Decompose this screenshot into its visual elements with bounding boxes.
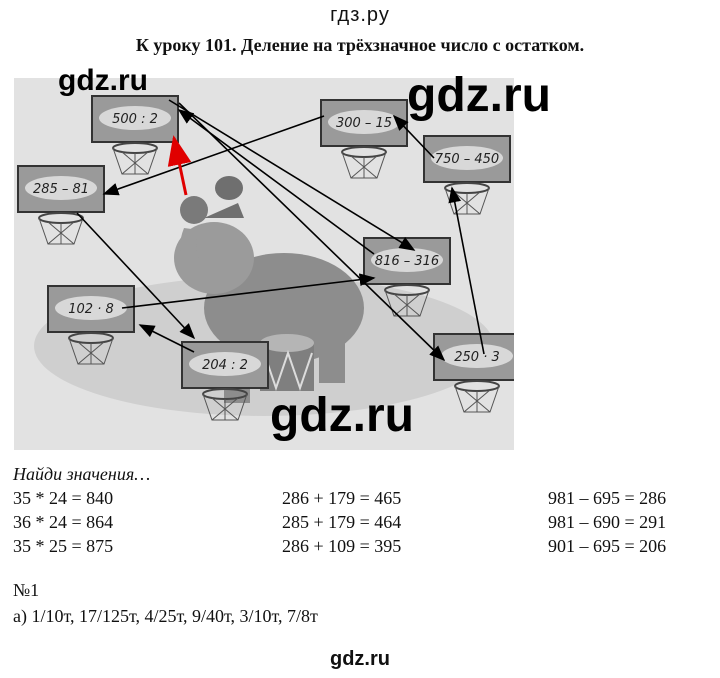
arrow-line: [76, 212, 196, 340]
board-label: 750 – 450: [435, 152, 499, 167]
arrow-line: [138, 324, 195, 353]
board-label: 250 · 3: [454, 350, 499, 365]
equation: 285 + 179 = 464: [282, 512, 402, 532]
ball: [180, 196, 208, 224]
board-label: 500 : 2: [112, 112, 158, 127]
board: 102 · 8: [47, 285, 135, 365]
board: 816 – 316: [363, 237, 451, 317]
board: 204 : 2: [181, 341, 269, 421]
equation: 36 * 24 = 864: [13, 512, 114, 532]
equation: 901 – 695 = 206: [548, 536, 667, 556]
board-label: 816 – 316: [375, 254, 439, 269]
elephant-figure: [174, 176, 364, 403]
arrow-line: [168, 99, 416, 251]
page-title: К уроку 101. Деление на трёхзначное числ…: [135, 35, 585, 55]
watermark: gdz.ru: [407, 69, 551, 122]
watermark: gdz.ru: [58, 64, 148, 97]
answer-arrows: [76, 99, 485, 362]
arrow-line: [102, 115, 325, 196]
site-footer: gdz.ru: [330, 648, 390, 670]
board: 285 – 81: [17, 165, 105, 245]
board-label: 300 – 15: [336, 116, 392, 131]
board-label: 102 · 8: [68, 302, 113, 317]
equation: 286 + 179 = 465: [282, 488, 402, 508]
boards-group: 500 : 2 300 – 15 750 – 450 285 – 81 816 – 31…: [17, 95, 514, 421]
watermark: gdz.ru: [270, 389, 414, 442]
equation: 981 – 690 = 291: [548, 512, 667, 532]
section-heading: Найди значения…: [13, 464, 151, 484]
site-header: гдз.ру: [330, 4, 390, 26]
circus-illustration: 500 : 2 300 – 15 750 – 450 285 – 81 816 – 31…: [14, 78, 514, 450]
arrow-line: [177, 109, 375, 255]
task-number: №1: [13, 580, 40, 600]
equation: 286 + 109 = 395: [282, 536, 402, 556]
highlight-arrow: [167, 135, 192, 196]
arrow-line: [448, 186, 485, 355]
equation: 35 * 24 = 840: [13, 488, 114, 508]
board: 750 – 450: [423, 135, 511, 215]
task-answer: а) 1/10т, 17/125т, 4/25т, 9/40т, 3/10т, …: [13, 606, 318, 626]
equation: 981 – 695 = 286: [548, 488, 667, 508]
board-label: 204 : 2: [202, 358, 248, 373]
board: 500 : 2: [91, 95, 179, 175]
equation: 35 * 25 = 875: [13, 536, 114, 556]
board-label: 285 – 81: [33, 182, 89, 197]
arrow-line: [178, 102, 446, 362]
arrow-line: [392, 114, 435, 159]
board: 250 · 3: [433, 333, 514, 413]
arrow-line: [121, 273, 376, 309]
